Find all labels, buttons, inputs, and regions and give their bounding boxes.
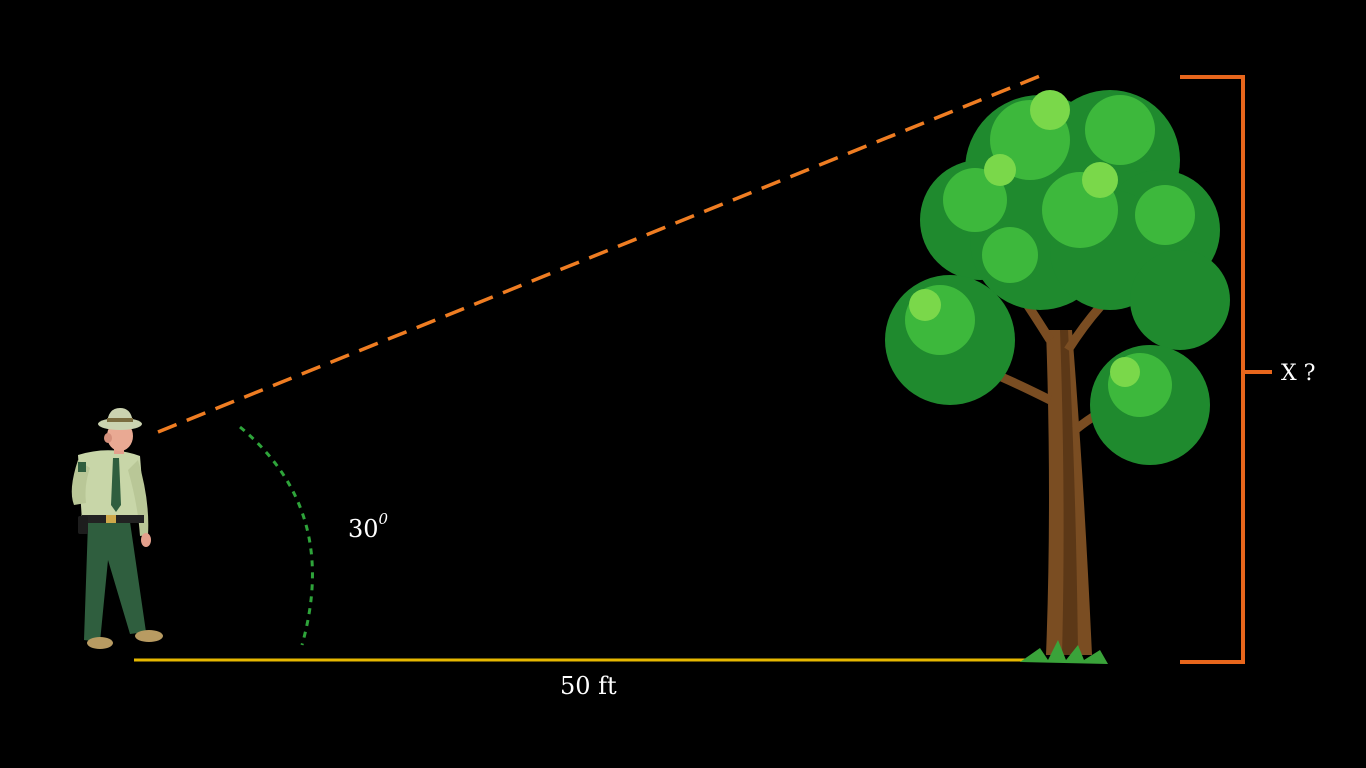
sight-line bbox=[157, 74, 1041, 434]
angle-value: 30 bbox=[348, 515, 379, 543]
height-bracket bbox=[1180, 75, 1272, 664]
ranger-figure bbox=[71, 408, 163, 649]
distance-label: 50 ft bbox=[560, 672, 617, 700]
angle-label: 300 bbox=[348, 510, 389, 543]
angle-unit: 0 bbox=[379, 510, 389, 528]
angle-arc bbox=[239, 425, 314, 646]
tree bbox=[885, 90, 1230, 664]
height-label: X ? bbox=[1281, 361, 1315, 386]
